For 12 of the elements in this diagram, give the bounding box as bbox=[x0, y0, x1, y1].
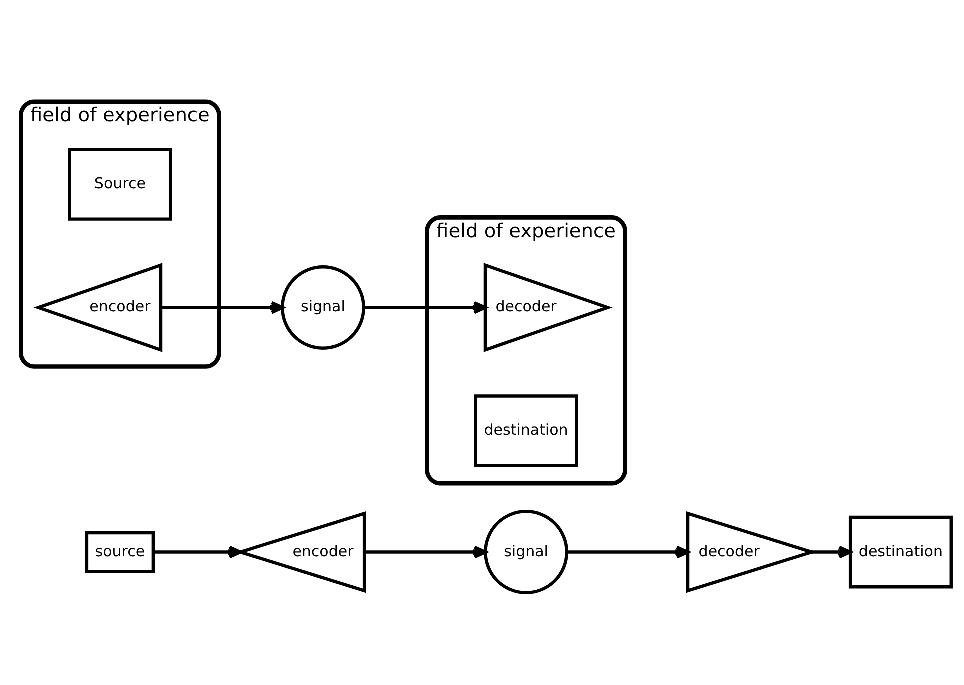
node-box: Source bbox=[68, 147, 172, 220]
node-circle: signal bbox=[281, 265, 366, 350]
arrow bbox=[364, 545, 488, 558]
arrow bbox=[154, 545, 242, 558]
arrow bbox=[161, 300, 284, 314]
arrow bbox=[812, 545, 852, 558]
node-box: destination bbox=[474, 394, 578, 468]
node-box: destination bbox=[848, 515, 953, 588]
arrow bbox=[364, 300, 487, 314]
node-box: source bbox=[85, 530, 156, 573]
arrow bbox=[567, 545, 690, 558]
node-circle: signal bbox=[484, 510, 569, 594]
